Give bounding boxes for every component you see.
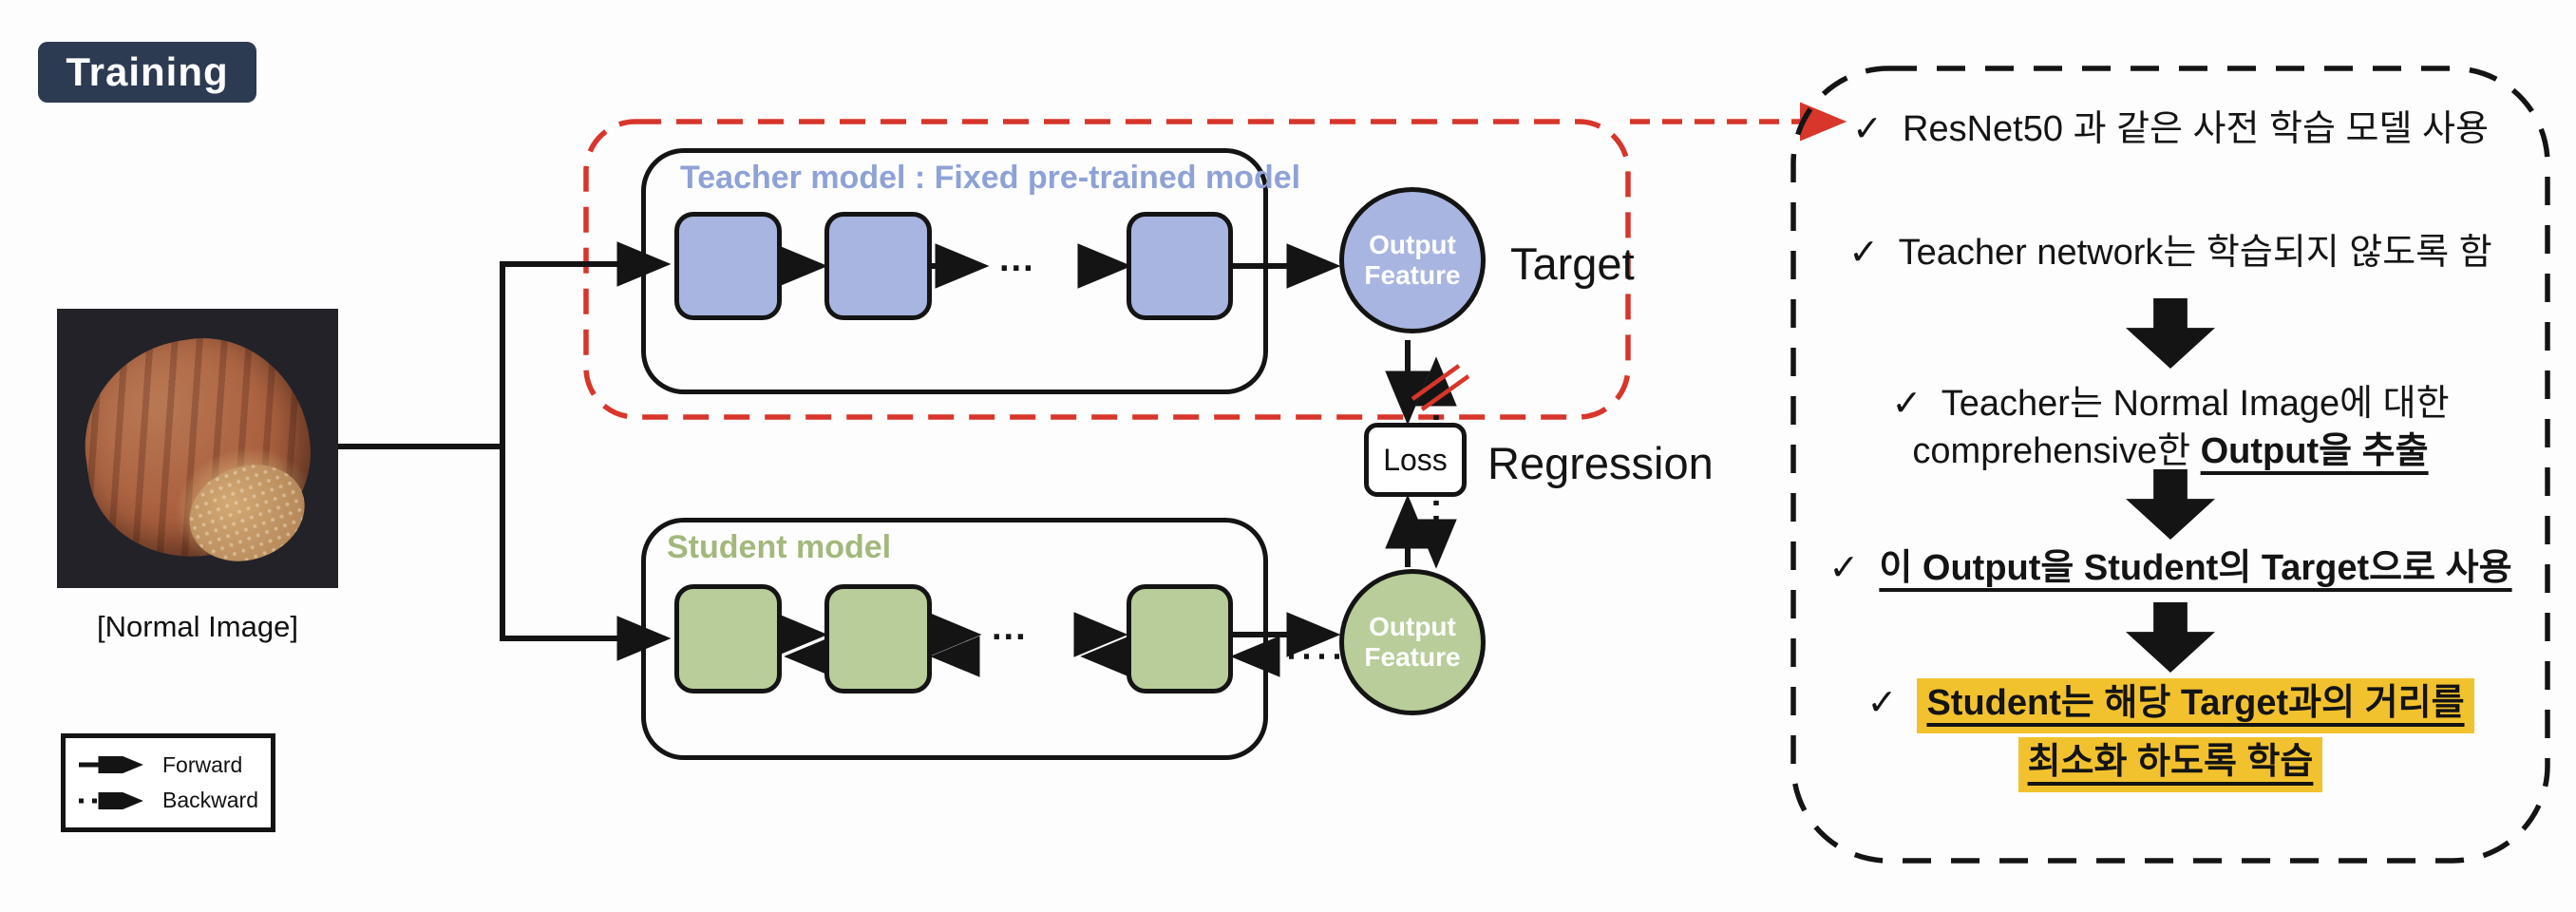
down-arrow-icon	[2126, 469, 2215, 540]
check-icon: ✓	[1891, 384, 1923, 424]
check-icon: ✓	[1848, 233, 1880, 273]
teacher-block	[824, 212, 932, 320]
legend-forward-row: Forward	[75, 752, 261, 778]
notes-panel-border	[1790, 66, 2550, 864]
note-item-3-line2-emph: Output을 추출	[2200, 431, 2429, 472]
note-item-3-line2-prefix: comprehensive한	[1912, 431, 2201, 472]
training-badge-label: Training	[66, 49, 229, 94]
student-output-feature-line1: Output	[1369, 611, 1456, 641]
teacher-block	[1127, 212, 1233, 320]
loss-label: Loss	[1383, 442, 1448, 477]
student-output-feature-line2: Feature	[1364, 642, 1461, 672]
down-arrow-icon	[2126, 298, 2215, 369]
note-item-3: ✓ Teacher는 Normal Image에 대한 comprehensiv…	[1790, 380, 2550, 475]
notes-panel: ✓ ResNet50 과 같은 사전 학습 모델 사용 ✓ Teacher ne…	[1790, 66, 2550, 861]
note-item-3-line1: Teacher는 Normal Image에 대한	[1941, 384, 2450, 424]
note-item-4-text: 이 Output을 Student의 Target으로 사용	[1879, 548, 2512, 588]
check-icon: ✓	[1828, 548, 1860, 588]
loss-box: Loss	[1364, 423, 1467, 497]
note-item-5-line2: 최소화 하도록 학습	[2017, 737, 2323, 793]
normal-image-caption: [Normal Image]	[97, 610, 298, 643]
check-icon: ✓	[1866, 683, 1898, 723]
teacher-output-feature-line1: Output	[1369, 229, 1456, 259]
forward-arrow-icon	[79, 756, 143, 774]
student-model-box	[641, 518, 1268, 760]
target-label: Target	[1510, 238, 1635, 289]
teacher-output-feature-line2: Feature	[1364, 260, 1461, 290]
student-block	[824, 584, 932, 694]
backward-arrow-icon	[79, 791, 143, 809]
training-badge: Training	[38, 42, 256, 103]
teacher-block	[674, 212, 782, 320]
teacher-model-title: Teacher model : Fixed pre-trained model	[680, 160, 1301, 196]
student-block	[1127, 584, 1233, 694]
legend-backward-label: Backward	[162, 788, 258, 813]
gradient-blocked-slashes	[1411, 364, 1470, 411]
student-output-feature-circle: Output Feature	[1339, 569, 1486, 715]
teacher-ellipsis: ...	[999, 239, 1035, 279]
note-item-5: ✓ Student는 해당 Target과의 거리를 최소화 하도록 학습	[1790, 674, 2550, 793]
red-dashed-region	[583, 119, 1631, 420]
note-item-1-text: ResNet50 과 같은 사전 학습 모델 사용	[1903, 109, 2489, 149]
note-item-1: ✓ ResNet50 과 같은 사전 학습 모델 사용	[1790, 106, 2550, 153]
legend-backward-row: Backward	[75, 788, 261, 813]
student-block	[674, 584, 782, 694]
teacher-model-box	[641, 148, 1268, 394]
note-item-2-text: Teacher network는 학습되지 않도록 함	[1898, 233, 2492, 273]
regression-label: Regression	[1487, 438, 1714, 488]
student-model-title: Student model	[667, 529, 892, 565]
note-item-5-line1: Student는 해당 Target과의 거리를	[1917, 678, 2474, 734]
note-item-4: ✓ 이 Output을 Student의 Target으로 사용	[1790, 545, 2550, 592]
teacher-output-feature-circle: Output Feature	[1339, 187, 1486, 333]
legend-forward-label: Forward	[162, 751, 243, 777]
student-ellipsis: ...	[992, 608, 1028, 648]
legend-box: Forward Backward	[61, 733, 275, 832]
normal-image-photo	[57, 309, 338, 588]
note-item-2: ✓ Teacher network는 학습되지 않도록 함	[1790, 230, 2550, 276]
down-arrow-icon	[2126, 602, 2215, 673]
check-icon: ✓	[1852, 109, 1883, 149]
